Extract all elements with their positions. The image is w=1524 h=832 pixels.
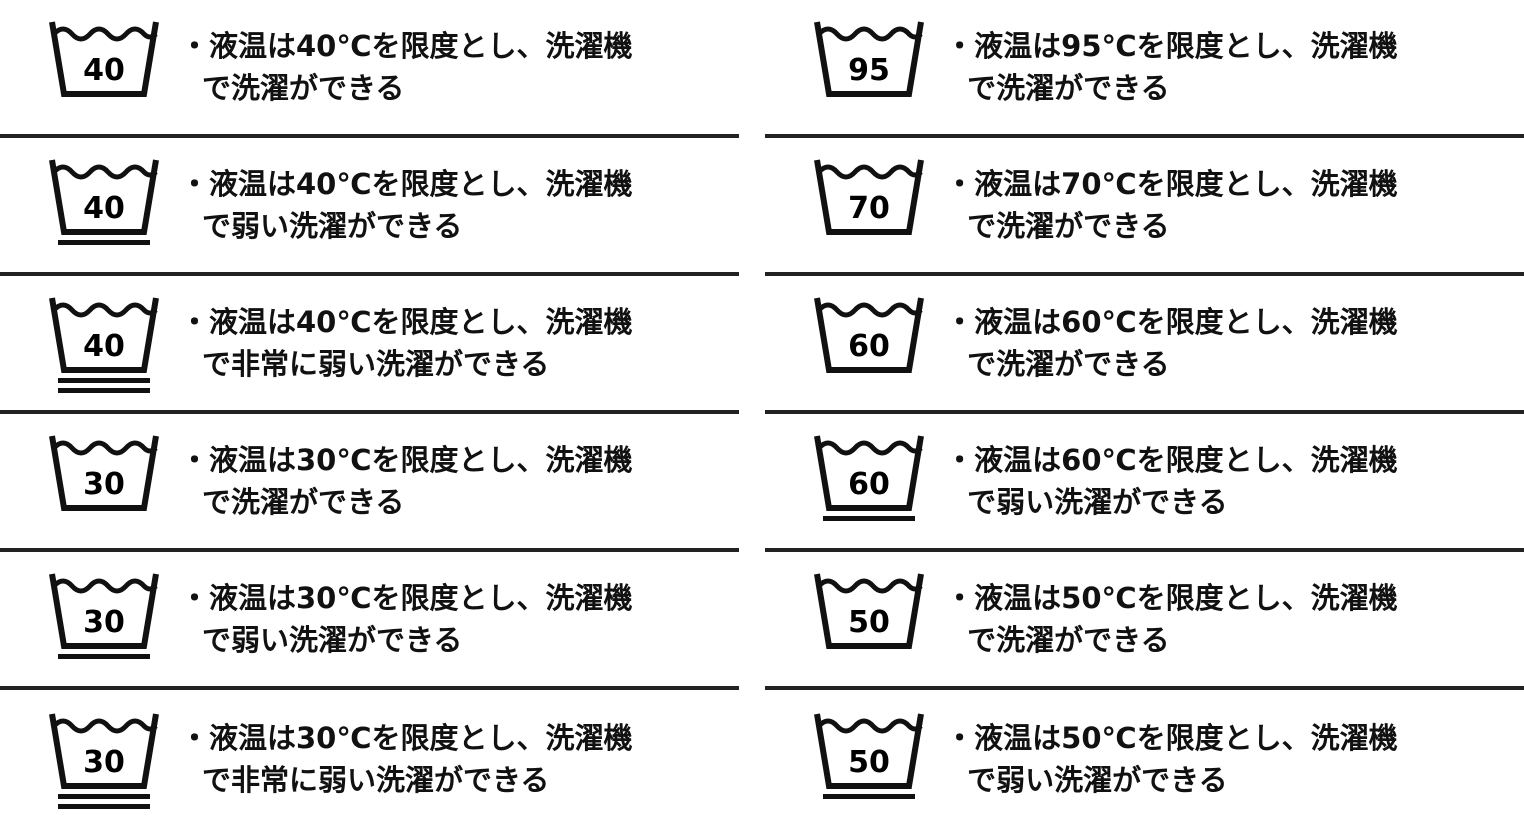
description: ・液温は60℃を限度とし、洗濯機 で弱い洗濯ができる: [945, 439, 1397, 523]
washtub-icon: 30: [49, 573, 159, 659]
list-item: 60 ・液温は60℃を限度とし、洗濯機 で弱い洗濯ができる: [765, 414, 1524, 552]
gentle-wash-bar: [58, 378, 150, 383]
list-item: 60 ・液温は60℃を限度とし、洗濯機 で洗濯ができる: [765, 276, 1524, 414]
list-item: 40 ・液温は40℃を限度とし、洗濯機 で非常に弱い洗濯ができる: [0, 276, 740, 414]
gentle-wash-bar: [58, 240, 150, 245]
temperature-number: 30: [83, 605, 125, 640]
temperature-number: 40: [83, 329, 125, 364]
gentle-wash-bar: [58, 794, 150, 799]
list-item: 50 ・液温は50℃を限度とし、洗濯機 で洗濯ができる: [765, 552, 1524, 690]
temperature-number: 70: [848, 191, 890, 226]
description-line-1: ・液温は95℃を限度とし、洗濯機: [945, 29, 1398, 63]
gentle-wash-bar: [58, 804, 150, 809]
description-line-2: で洗濯ができる: [967, 347, 1170, 381]
description-line-1: ・液温は40℃を限度とし、洗濯機: [180, 29, 633, 63]
left-column: 40 ・液温は40℃を限度とし、洗濯機 で洗濯ができる 40 ・液温は40℃を限…: [0, 0, 740, 832]
description-line-1: ・液温は40℃を限度とし、洗濯機: [180, 305, 633, 339]
washtub-icon: 50: [814, 573, 925, 649]
list-item: 40 ・液温は40℃を限度とし、洗濯機 で弱い洗濯ができる: [0, 138, 740, 276]
description-line-1: ・液温は70℃を限度とし、洗濯機: [945, 167, 1398, 201]
description: ・液温は50℃を限度とし、洗濯機 で洗濯ができる: [945, 577, 1397, 661]
description: ・液温は40℃を限度とし、洗濯機 で弱い洗濯ができる: [180, 163, 632, 247]
list-item: 70 ・液温は70℃を限度とし、洗濯機 で洗濯ができる: [765, 138, 1524, 276]
description-line-1: ・液温は40℃を限度とし、洗濯機: [180, 167, 633, 201]
description: ・液温は95℃を限度とし、洗濯機 で洗濯ができる: [945, 25, 1397, 109]
description-line-2: で弱い洗濯ができる: [202, 623, 463, 657]
list-item: 30 ・液温は30℃を限度とし、洗濯機 で洗濯ができる: [0, 414, 740, 552]
description-line-1: ・液温は60℃を限度とし、洗濯機: [945, 305, 1398, 339]
gentle-wash-bar: [58, 654, 150, 659]
temperature-number: 30: [83, 467, 125, 502]
description: ・液温は30℃を限度とし、洗濯機 で非常に弱い洗濯ができる: [180, 717, 632, 801]
right-column: 95 ・液温は95℃を限度とし、洗濯機 で洗濯ができる 70 ・液温は70℃を限…: [765, 0, 1524, 832]
temperature-number: 40: [83, 191, 125, 226]
temperature-number: 60: [848, 329, 890, 364]
description-line-2: で弱い洗濯ができる: [202, 209, 463, 243]
list-item: 50 ・液温は50℃を限度とし、洗濯機 で弱い洗濯ができる: [765, 690, 1524, 828]
list-item: 30 ・液温は30℃を限度とし、洗濯機 で弱い洗濯ができる: [0, 552, 740, 690]
temperature-number: 50: [848, 745, 890, 780]
description: ・液温は70℃を限度とし、洗濯機 で洗濯ができる: [945, 163, 1397, 247]
description-line-2: で洗濯ができる: [202, 71, 405, 105]
washtub-icon: 70: [814, 159, 925, 235]
washtub-icon: 40: [49, 159, 159, 245]
description: ・液温は40℃を限度とし、洗濯機 で非常に弱い洗濯ができる: [180, 301, 632, 385]
description: ・液温は50℃を限度とし、洗濯機 で弱い洗濯ができる: [945, 717, 1397, 801]
gentle-wash-bar: [823, 794, 916, 799]
washtub-icon: 60: [814, 297, 925, 373]
gentle-wash-bar: [823, 516, 916, 521]
temperature-number: 40: [83, 53, 125, 88]
description: ・液温は60℃を限度とし、洗濯機 で洗濯ができる: [945, 301, 1397, 385]
description-line-2: で弱い洗濯ができる: [967, 763, 1228, 797]
temperature-number: 50: [848, 605, 890, 640]
temperature-number: 95: [848, 53, 890, 88]
temperature-number: 30: [83, 745, 125, 780]
washtub-icon: 40: [49, 21, 159, 97]
description-line-1: ・液温は30℃を限度とし、洗濯機: [180, 581, 633, 615]
description-line-1: ・液温は60℃を限度とし、洗濯機: [945, 443, 1398, 477]
washtub-icon: 60: [814, 435, 925, 521]
description-line-1: ・液温は50℃を限度とし、洗濯機: [945, 721, 1398, 755]
temperature-number: 60: [848, 467, 890, 502]
description-line-2: で洗濯ができる: [967, 209, 1170, 243]
description-line-1: ・液温は30℃を限度とし、洗濯機: [180, 721, 633, 755]
description-line-2: で非常に弱い洗濯ができる: [202, 347, 550, 381]
description-line-2: で非常に弱い洗濯ができる: [202, 763, 550, 797]
description: ・液温は40℃を限度とし、洗濯機 で洗濯ができる: [180, 25, 632, 109]
description-line-2: で洗濯ができる: [967, 623, 1170, 657]
washtub-icon: 50: [814, 713, 925, 799]
washtub-icon: 30: [49, 435, 159, 511]
washtub-icon: 30: [49, 713, 159, 809]
description-line-1: ・液温は50℃を限度とし、洗濯機: [945, 581, 1398, 615]
description: ・液温は30℃を限度とし、洗濯機 で弱い洗濯ができる: [180, 577, 632, 661]
washtub-icon: 40: [49, 297, 159, 393]
description: ・液温は30℃を限度とし、洗濯機 で洗濯ができる: [180, 439, 632, 523]
list-item: 40 ・液温は40℃を限度とし、洗濯機 で洗濯ができる: [0, 0, 740, 138]
description-line-2: で弱い洗濯ができる: [967, 485, 1228, 519]
washtub-icon: 95: [814, 21, 925, 97]
description-line-1: ・液温は30℃を限度とし、洗濯機: [180, 443, 633, 477]
list-item: 95 ・液温は95℃を限度とし、洗濯機 で洗濯ができる: [765, 0, 1524, 138]
list-item: 30 ・液温は30℃を限度とし、洗濯機 で非常に弱い洗濯ができる: [0, 690, 739, 828]
description-line-2: で洗濯ができる: [202, 485, 405, 519]
gentle-wash-bar: [58, 388, 150, 393]
description-line-2: で洗濯ができる: [967, 71, 1170, 105]
